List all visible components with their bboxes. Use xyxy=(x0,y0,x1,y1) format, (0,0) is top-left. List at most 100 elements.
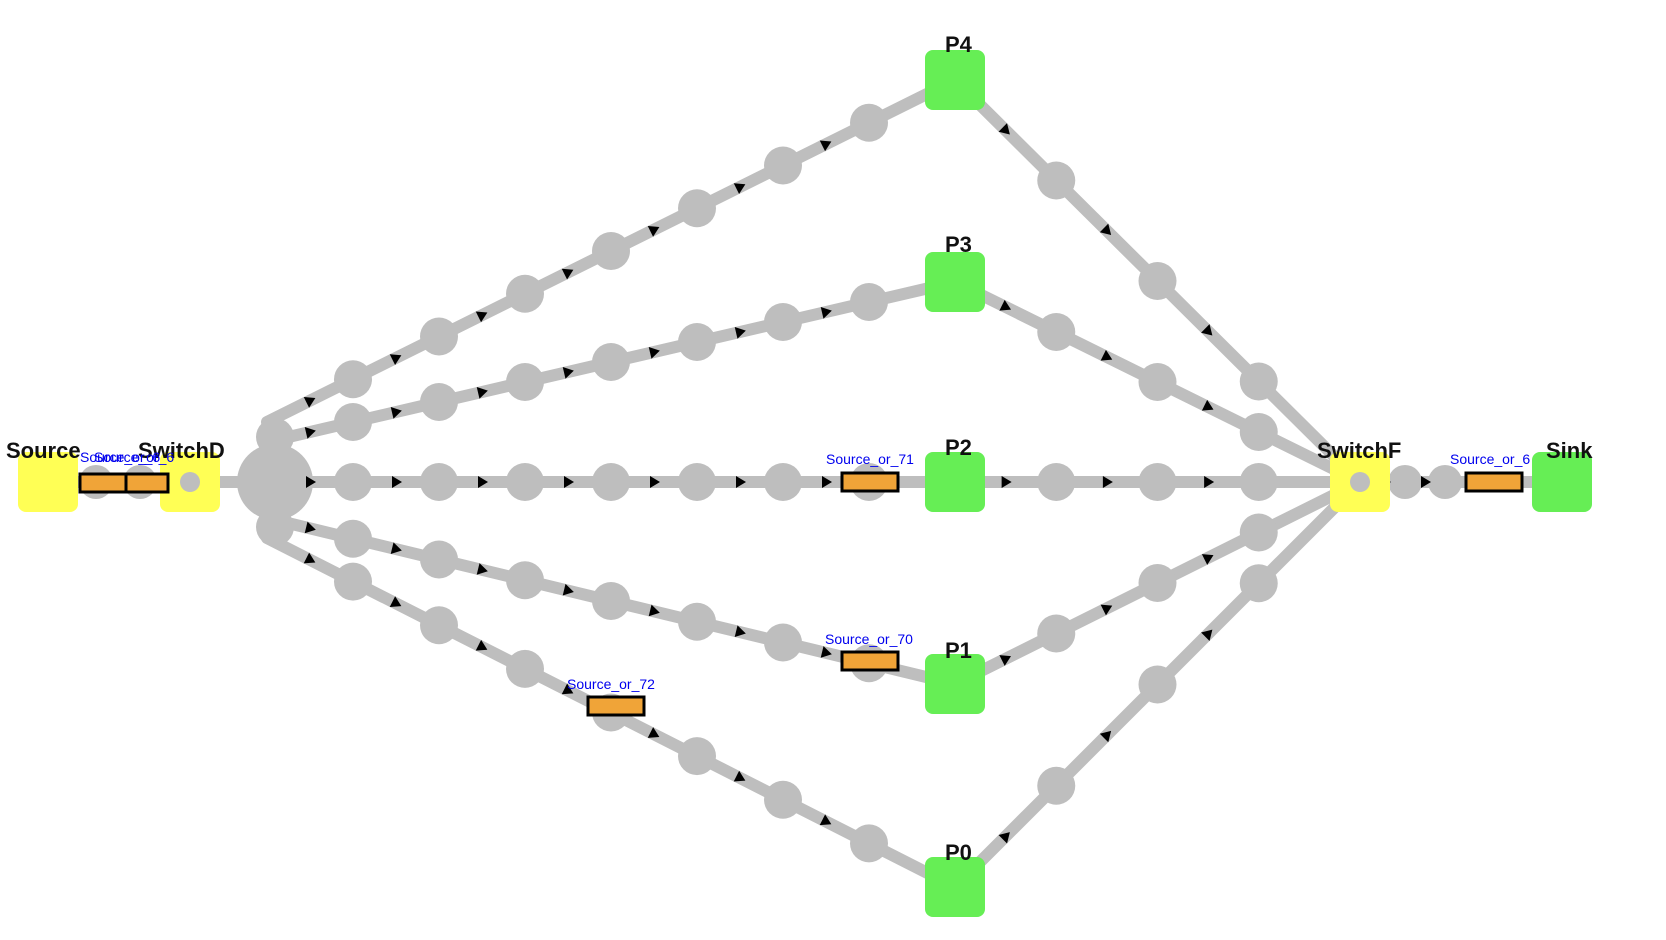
track-switchd-p3-arrow xyxy=(820,307,832,319)
track-p3-switchf-arrow xyxy=(1100,349,1113,361)
node-label-sink: Sink xyxy=(1546,438,1593,463)
track-switchd-p1-arrow xyxy=(820,646,832,658)
track-p1-switchf-arrow xyxy=(999,655,1011,666)
station-p0 xyxy=(925,857,985,917)
track-switchd-p0-bead xyxy=(506,649,544,688)
switchf-node-dot xyxy=(1350,472,1370,492)
track-switchd-p0-bead xyxy=(420,606,458,645)
track-p2-switchf-arrow xyxy=(1102,476,1113,488)
track-switchd-p3-arrow xyxy=(390,407,402,419)
track-switchd-p2-arrow xyxy=(650,476,660,488)
node-label-switchf: SwitchF xyxy=(1317,438,1401,463)
track-switchd-p4-arrow xyxy=(647,226,660,237)
track-switchd-p1-bead xyxy=(764,623,802,662)
track-switchd-p3-bead xyxy=(420,383,458,421)
track-p4-switchf-bead xyxy=(1138,262,1177,300)
track-switchd-p3-arrow xyxy=(734,327,746,339)
track-p3-switchf-bead xyxy=(1239,413,1278,451)
track-switchd-p0-arrow xyxy=(733,770,746,782)
track-p0-switchf-bead xyxy=(1138,665,1177,704)
tag-label-p2-line: Source_or_71 xyxy=(826,451,914,467)
tag-label-source-b: Source_or_6 xyxy=(94,449,174,465)
node-label-p4: P4 xyxy=(945,32,973,57)
tag-sink-line xyxy=(1464,471,1524,493)
track-p2-switchf-arrow xyxy=(1001,476,1012,488)
bead-layer xyxy=(79,103,1462,863)
node-label-switchd: SwitchD xyxy=(138,438,225,463)
node-label-p2: P2 xyxy=(945,435,972,460)
track-switchd-p4-bead xyxy=(850,103,888,142)
track-switchd-p0-bead xyxy=(334,562,372,601)
arrow-layer xyxy=(303,123,1431,844)
track-p3-switchf-arrow xyxy=(999,299,1012,311)
track-switchd-p0-bead xyxy=(764,780,802,819)
track-switchd-p1-arrow xyxy=(562,583,574,596)
track-switchd-p3-bead xyxy=(678,323,716,361)
node-label-p3: P3 xyxy=(945,232,972,257)
tag-p1-line xyxy=(840,650,900,672)
tag-label-p0-line: Source_or_72 xyxy=(567,676,655,692)
track-switchd-p0-arrow xyxy=(475,639,488,651)
track-switchd-p2-arrow xyxy=(392,476,402,488)
track-switchd-p0-arrow xyxy=(561,683,574,695)
switchd-hub-bead xyxy=(256,508,294,546)
sink-node xyxy=(1532,452,1592,512)
track-switchd-p0-bead xyxy=(678,737,716,776)
station-p3 xyxy=(925,252,985,312)
track-switchd-p4-arrow xyxy=(733,183,746,195)
track-switchd-p2-bead xyxy=(678,463,716,501)
track-p1-switchf-arrow xyxy=(1100,604,1113,616)
track-p0-switchf-bead xyxy=(1037,766,1076,805)
track-p0-switchf-arrow xyxy=(998,832,1010,844)
track-switchd-p1-bead xyxy=(420,540,458,579)
track-p2-switchf-arrow xyxy=(1204,476,1215,488)
track-switchd-p4-arrow xyxy=(303,397,316,408)
track-switchd-p1-arrow xyxy=(390,542,402,555)
label-layer: Source SwitchD P4 P3 P2 P1 P0 SwitchF Si… xyxy=(6,32,1593,865)
track-switchd-p2-arrow xyxy=(736,476,746,488)
track-p3-switchf-arrow xyxy=(1201,399,1214,411)
track-switchd-p4-arrow xyxy=(819,140,832,152)
track-switchd-p3-arrow xyxy=(304,427,316,439)
track-switchd-p3-arrow xyxy=(562,367,574,379)
track-switchd-p1-bead xyxy=(592,582,630,620)
tag-source-b xyxy=(124,472,170,494)
track-p1-switchf-bead xyxy=(1037,614,1076,653)
track-p2-switchf-bead xyxy=(1138,463,1177,501)
node-label-p0: P0 xyxy=(945,840,972,865)
track-p3-switchf-bead xyxy=(1037,313,1076,351)
track-switchd-p1-arrow xyxy=(304,521,316,534)
track-switchd-p4-bead xyxy=(506,274,544,313)
track-switchd-p2-bead xyxy=(420,463,458,501)
track-switchd-p3-bead xyxy=(506,363,544,401)
station-p2 xyxy=(925,452,985,512)
node-layer xyxy=(18,50,1592,917)
track-p0-switchf-bead xyxy=(1239,564,1278,603)
track-switchd-p2-arrow xyxy=(564,476,574,488)
track-switchd-p0-arrow xyxy=(303,552,316,564)
track-switchd-p4-arrow xyxy=(561,268,574,280)
track-switchd-p1-arrow xyxy=(648,604,660,617)
node-label-source: Source xyxy=(6,438,81,463)
track-switchd-p4-arrow xyxy=(389,354,402,366)
track-p2-switchf-bead xyxy=(1037,463,1076,501)
track-switchd-p2-arrow xyxy=(822,476,832,488)
switchd-hub xyxy=(237,444,313,520)
track-switchd-p1-bead xyxy=(678,602,716,641)
track-switchd-p0-arrow xyxy=(819,814,832,826)
tag-label-layer: Source_or_6 Source_or_6 Source_or_71 Sou… xyxy=(80,449,1530,692)
track-p1-switchf-bead xyxy=(1138,564,1177,602)
track-switchd-p4-bead xyxy=(678,189,716,228)
track-switchd-p2-bead xyxy=(592,463,630,501)
track-switchd-p2-bead xyxy=(764,463,802,501)
tag-layer xyxy=(78,471,1524,717)
track-switchd-p4-bead xyxy=(764,146,802,185)
source-node xyxy=(18,452,78,512)
station-p1 xyxy=(925,654,985,714)
track-p3-switchf-bead xyxy=(1138,363,1177,401)
track-p0-switchf-arrow xyxy=(1099,730,1112,743)
switchd-node-dot xyxy=(180,472,200,492)
track-p1-switchf-bead xyxy=(1239,513,1278,552)
track-switchd-p1-arrow xyxy=(476,563,488,575)
